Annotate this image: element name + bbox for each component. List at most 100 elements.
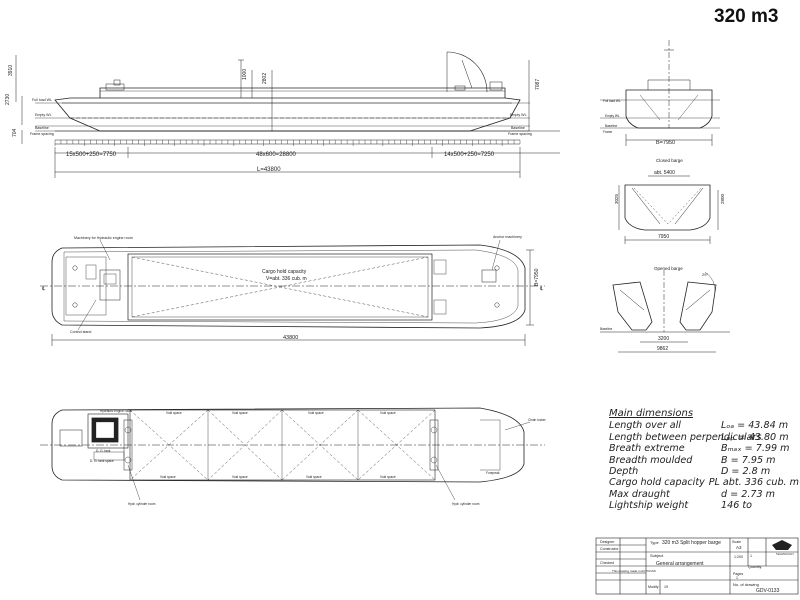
label-void-3: Void space <box>308 411 324 415</box>
label-void-1: Void space <box>166 411 182 415</box>
label-engine-machinery: Machinery for Hydraulic engine room <box>74 236 133 240</box>
tb-sheet: 1 <box>750 554 752 558</box>
span-fwd: 14x500+250=7250 <box>444 152 495 158</box>
deck-plan <box>40 239 545 346</box>
drawing-labels: 3910 2730 704 7087 1000 2802 Full load W… <box>5 65 725 506</box>
opened-barge-title: Opened barge <box>654 266 683 271</box>
label-dg-tank-space: D. G. tank space <box>90 459 114 463</box>
label-hyd-cyl-aft: Hydr. cylinder room <box>128 502 156 506</box>
dimension-value: B = 7.95 m <box>721 454 776 466</box>
tb-drawing-no-label: No. of drawing <box>733 582 759 587</box>
label-hyd-cyl-fwd: Hydr. cylinder room <box>452 502 480 506</box>
span-aft: 15x500+250=7750 <box>66 152 117 158</box>
dimension-value: PL abt. 336 cub. m <box>708 477 799 489</box>
tb-type-value: 320 m3 Split hopper barge <box>662 540 721 546</box>
plan-beam: B=7950 <box>534 268 540 286</box>
tb-subject-label: Subject <box>650 553 664 558</box>
label-empty-wl: Empty WL <box>35 113 52 117</box>
label-baseline-r: Baseline <box>511 126 525 130</box>
label-void-2: Void space <box>232 411 248 415</box>
tb-pages-value: 1 <box>736 576 738 580</box>
label-void-4: Void space <box>380 411 396 415</box>
dimension-label: Depth <box>609 466 639 478</box>
dimension-row: Lightship weight 146 to <box>609 500 799 511</box>
label-frame-spacing: Frame spacing <box>30 132 54 136</box>
dim-7087: 7087 <box>535 79 541 90</box>
tb-scale2: 1:200 <box>734 555 743 559</box>
dimension-row: Depth D = 2.8 m <box>609 466 799 477</box>
opened-w2: 9862 <box>657 346 668 352</box>
closed-barge-title: Closed barge <box>656 158 683 163</box>
plan-cl-fwd: ℄ <box>539 286 544 292</box>
tb-checked: Checked <box>600 561 614 565</box>
label-hydraulic-room: Hydraulic engine room <box>100 409 132 413</box>
plan-cl-aft: ℄ <box>41 286 46 292</box>
opened-barge-section <box>600 270 730 353</box>
overall-length: L=43800 <box>257 167 281 173</box>
dimension-label: Length over all <box>609 420 681 432</box>
company-logo <box>772 540 792 550</box>
tb-quantity: Quantity <box>748 565 762 569</box>
title-block-text: Designer Constructor Checked Type 320 m3… <box>600 540 794 594</box>
dimension-value: Lₚₚ = 43.80 m <box>721 431 789 443</box>
tb-drawing-no: GDV-0133 <box>756 588 780 594</box>
tb-subject-value: General arrangement <box>656 561 704 567</box>
opened-baseline: Baseline <box>600 327 612 331</box>
dimension-value: d = 2.73 m <box>721 488 775 500</box>
label-anchor-machinery: Anchor machinery <box>493 235 522 239</box>
dimension-label: Lightship weight <box>609 500 689 512</box>
dim-704: 704 <box>12 128 18 137</box>
label-void-6: Void space <box>232 475 248 479</box>
section-baseline: Baseline <box>605 124 617 128</box>
title-block-grid <box>595 537 799 595</box>
closed-barge-section <box>618 175 719 244</box>
cargo-capacity-line2: V=abt. 336 cub. m <box>266 276 307 282</box>
closed-h2: 2800 <box>720 193 725 204</box>
label-void-7: Void space <box>306 475 322 479</box>
label-frame-spacing-r: Frame spacing <box>508 132 532 136</box>
tb-modify-label: Modify <box>648 585 659 589</box>
dimension-label: Cargo hold capacity <box>609 477 705 489</box>
label-dg-tank: D. G. tank <box>96 449 111 453</box>
label-chain-locker: Chain locker <box>528 418 547 422</box>
dim-1000: 1000 <box>242 69 248 80</box>
dimension-label: Max draught <box>609 488 670 500</box>
section-beam: B=7950 <box>656 140 675 146</box>
section-frame: Frame <box>603 130 612 134</box>
label-full-load: Full load WL <box>32 98 52 102</box>
dimension-label: Breadth moulded <box>609 454 693 466</box>
frame-ticks <box>54 140 521 146</box>
dimension-value: Bₘₐₓ = 7.99 m <box>721 443 790 455</box>
dimension-value: D = 2.8 m <box>721 466 771 478</box>
cargo-capacity-line1: Cargo hold capacity <box>262 269 307 275</box>
dimension-row: Breadth moulded B = 7.95 m <box>609 455 799 466</box>
label-void-5: Void space <box>160 475 176 479</box>
tb-type-label: Type <box>650 540 659 545</box>
dimension-label: Length between perpendiculars <box>609 431 762 443</box>
label-baseline: Baseline <box>35 126 49 130</box>
section-full-load: Full load WL <box>603 99 621 103</box>
opened-angle: 29° <box>702 272 708 277</box>
closed-width: 7950 <box>658 234 669 240</box>
dim-2802: 2802 <box>262 73 268 84</box>
dimension-row: Max draught d = 2.73 m <box>609 489 799 500</box>
tb-pages-label: Pages <box>733 572 743 576</box>
tb-company: TECHNOLOGY <box>776 552 794 556</box>
midship-section <box>600 40 720 146</box>
tb-constructor: Constructor <box>600 547 619 551</box>
span-mid: 48x600=28800 <box>256 152 297 158</box>
main-dimensions-heading: Main dimensions <box>609 408 694 419</box>
dimension-value: 146 to <box>721 500 752 512</box>
tb-drawing-note: This drawing made in AUTOCAD <box>612 569 657 573</box>
opened-w1: 3200 <box>658 336 669 342</box>
tb-designer: Designer <box>600 540 615 544</box>
lower-plan <box>40 407 545 501</box>
label-void-8: Void space <box>380 475 396 479</box>
